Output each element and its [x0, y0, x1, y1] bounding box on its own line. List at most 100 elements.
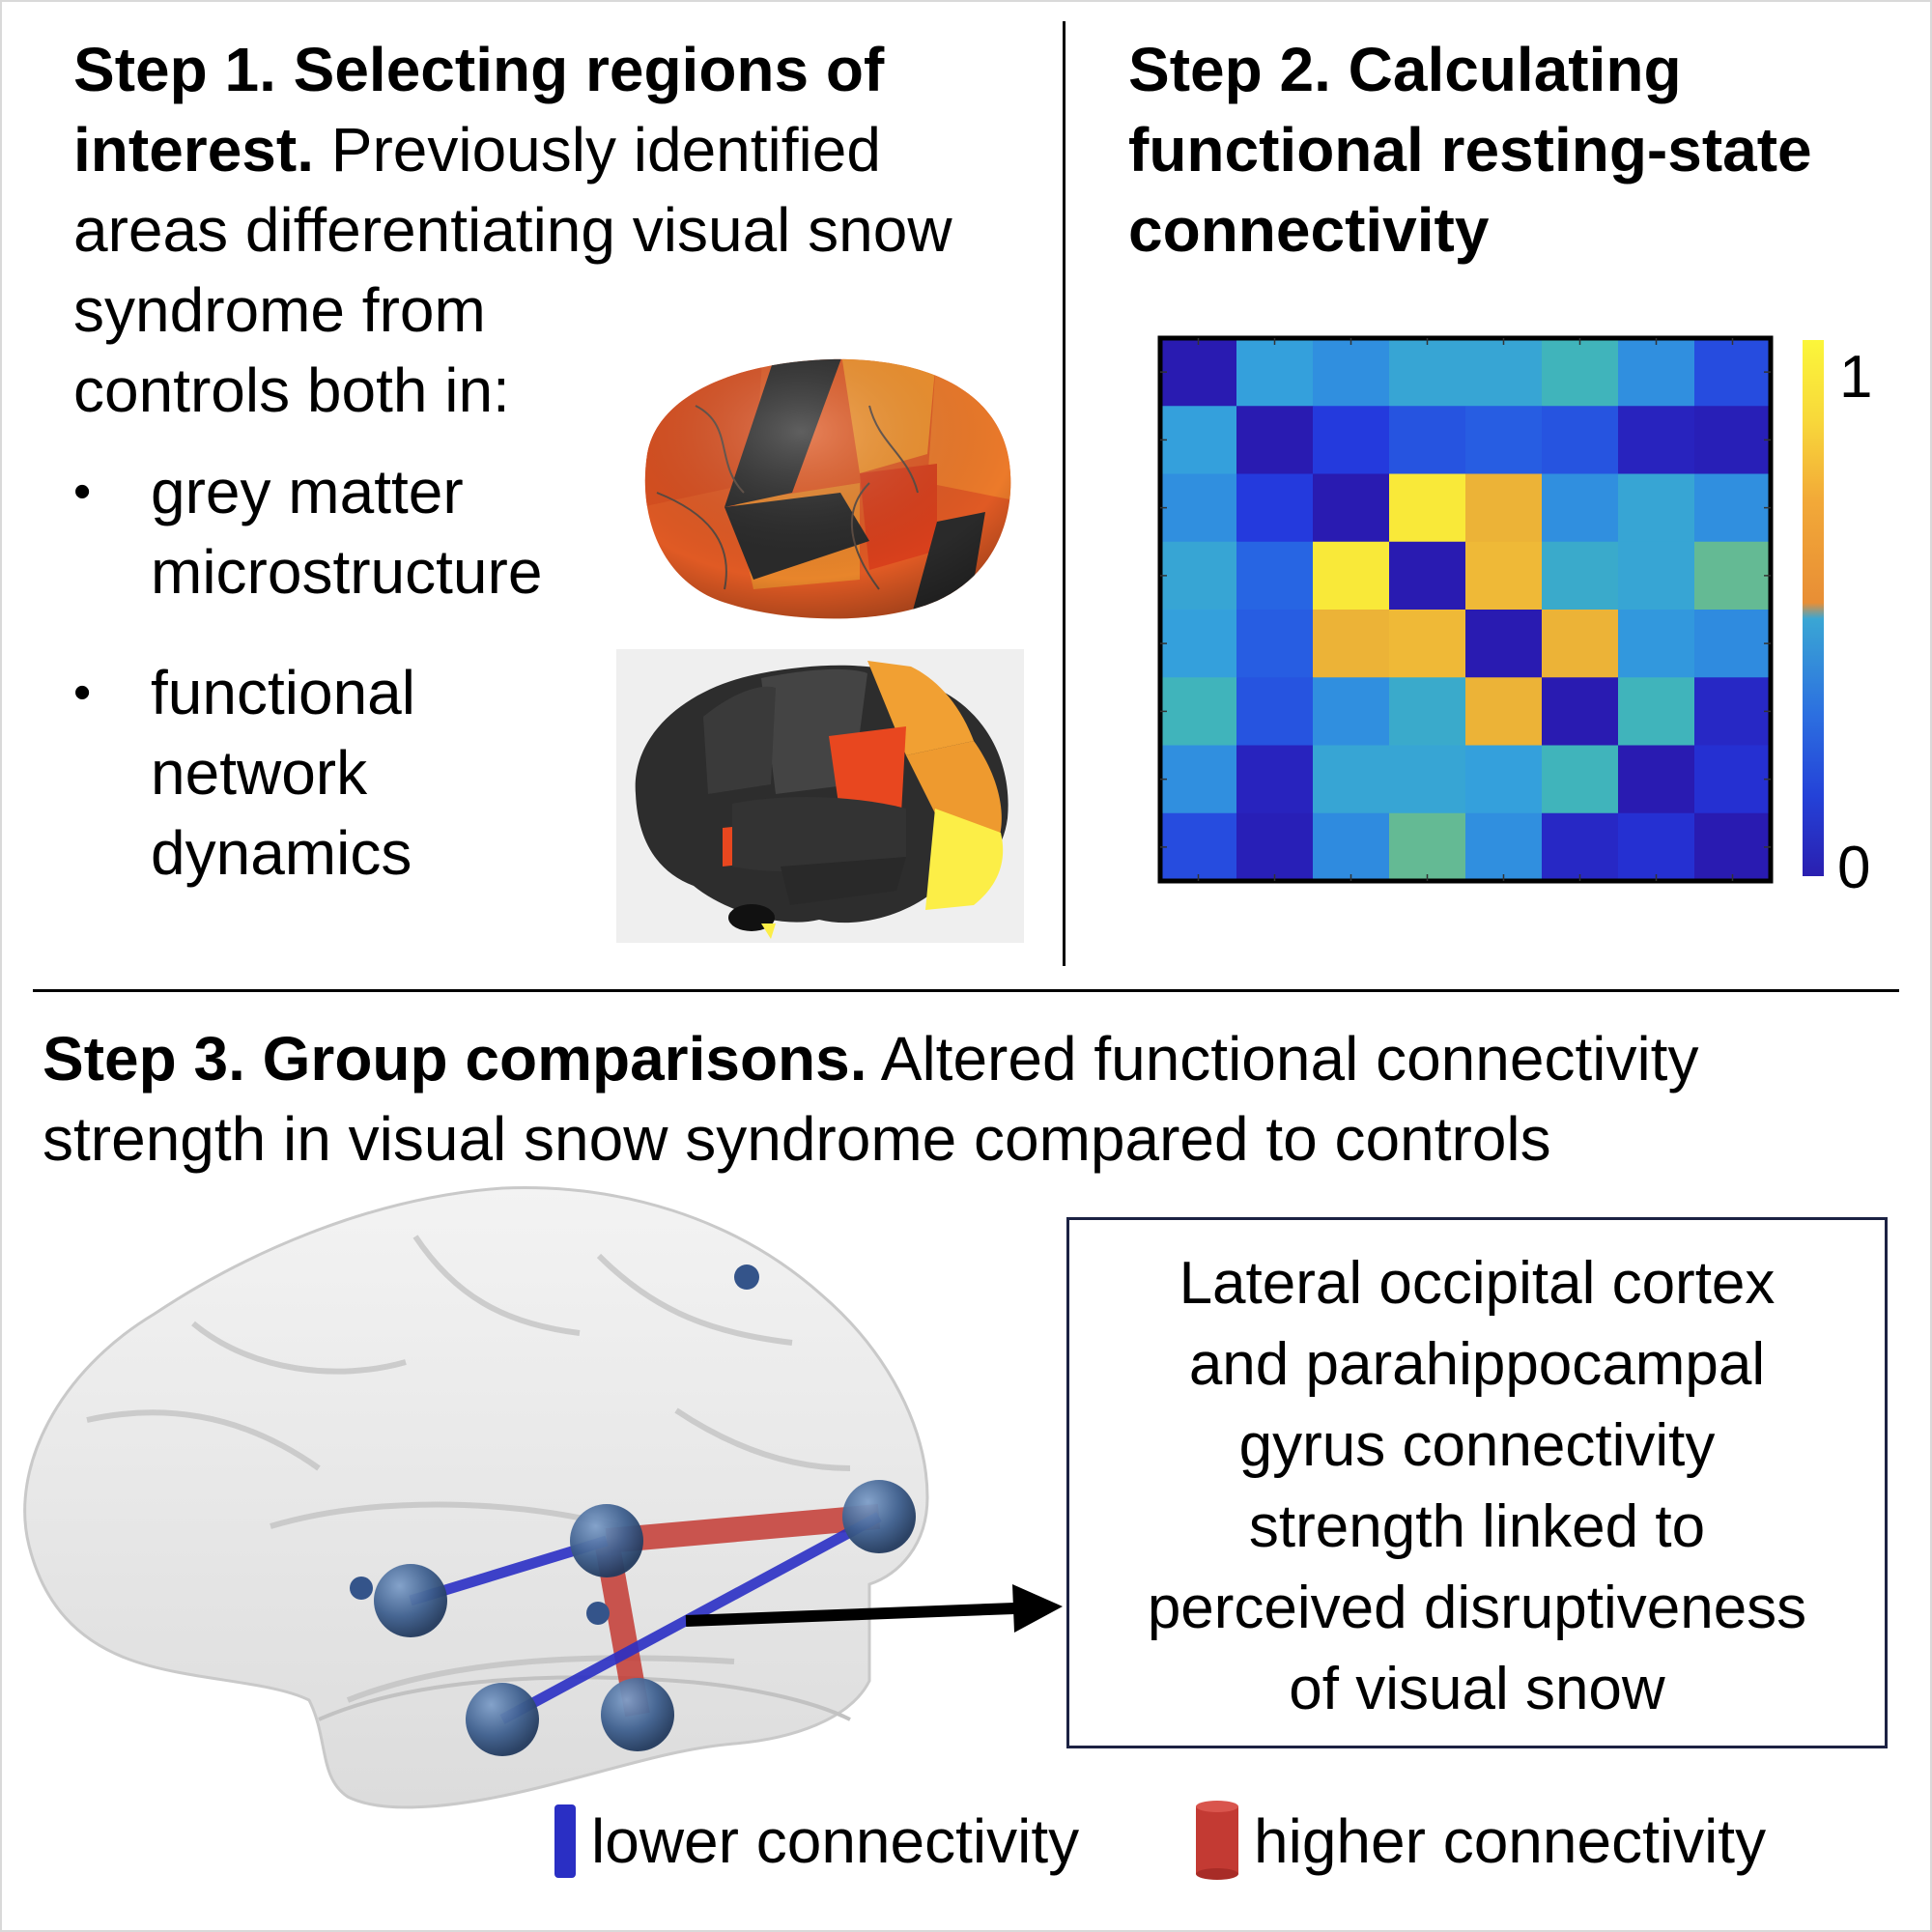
heatmap-cell [1236, 677, 1314, 746]
heatmap-cell [1618, 610, 1695, 678]
step3-title-line-2: strength in visual snow syndrome compare… [43, 1104, 1551, 1174]
higher-connectivity-edge [605, 1504, 881, 1553]
heatmap-cell [1542, 473, 1619, 543]
step1-line2: interest. Previously identified [73, 110, 881, 190]
arrow-head-icon [1012, 1584, 1063, 1633]
step3-title-line-1: Step 3. Group comparisons. Altered funct… [43, 1019, 1698, 1099]
heatmap-cell [1465, 473, 1543, 543]
heatmap-cell [1236, 338, 1314, 407]
parcellated-brain-image [616, 649, 1024, 943]
callout-line-6: of visual snow [1289, 1656, 1665, 1722]
heatmap-cell [1618, 406, 1695, 474]
heatmap-cell [1389, 610, 1466, 678]
heatmap-cell [1465, 610, 1543, 678]
callout-line-3: gyrus connectivity [1238, 1412, 1716, 1479]
bullet-2-line-2: network [151, 738, 368, 808]
heatmap-cell [1313, 745, 1390, 814]
callout-line-1: Lateral occipital cortex [1179, 1250, 1776, 1317]
heatmap-cell [1313, 338, 1390, 407]
heatmap-cell [1618, 473, 1695, 543]
step2-title-line-3: connectivity [1128, 195, 1490, 265]
network-node [586, 1602, 610, 1625]
bullet-2-line-1: functional [151, 658, 415, 727]
heatmap-cell [1389, 338, 1466, 407]
heatmap-cell [1313, 812, 1390, 882]
heatmap-cell [1542, 677, 1619, 746]
network-node [374, 1564, 447, 1637]
heatmap-cell [1542, 812, 1619, 882]
step2-title-line-2: functional resting-state [1128, 115, 1812, 185]
heatmap-cell [1618, 541, 1695, 611]
heatmap-cell [1618, 338, 1695, 407]
heatmap-cell [1389, 677, 1466, 746]
heatmap-cell [1465, 677, 1543, 746]
callout-line-2: and parahippocampal [1188, 1331, 1766, 1398]
heatmap-cell [1542, 610, 1619, 678]
heatmap-cell [1542, 541, 1619, 611]
network-node [350, 1577, 373, 1600]
heatmap-cell [1160, 610, 1237, 678]
heatmap-cell [1160, 745, 1237, 814]
heatmap-cell [1236, 812, 1314, 882]
finding-callout-box [1066, 1217, 1888, 1748]
bullet-1-line-1: grey matter [151, 457, 464, 526]
colorbar-min-label: 0 [1837, 835, 1871, 901]
lower-connectivity-swatch-icon [554, 1804, 576, 1878]
colorbar-max-label: 1 [1839, 344, 1873, 411]
colorbar [1803, 340, 1824, 876]
step1-line4: syndrome from [73, 275, 486, 345]
heatmap-cell [1389, 473, 1466, 543]
heatmap-cell [1618, 677, 1695, 746]
heatmap-cell [1465, 745, 1543, 814]
inflated-brain-image [644, 358, 1011, 619]
heatmap-cell [1236, 541, 1314, 611]
legend-higher-label: higher connectivity [1254, 1806, 1767, 1876]
bullet-2-line-3: dynamics [151, 818, 412, 888]
heatmap-cell [1313, 677, 1390, 746]
step1-line3: areas differentiating visual snow [73, 195, 952, 265]
heatmap-cell [1389, 541, 1466, 611]
heatmap-cell [1694, 406, 1772, 474]
callout-line-4: strength linked to [1248, 1493, 1706, 1560]
heatmap-cell [1465, 541, 1543, 611]
heatmap-cell [1313, 406, 1390, 474]
heatmap-cell [1694, 541, 1772, 611]
heatmap-cell [1160, 812, 1237, 882]
network-node [734, 1264, 759, 1290]
heatmap-cell [1389, 406, 1466, 474]
heatmap-cell [1618, 812, 1695, 882]
heatmap-cell [1694, 610, 1772, 678]
step1-title-cont: interest. [73, 115, 314, 185]
heatmap-cell [1694, 473, 1772, 543]
heatmap-cell [1160, 406, 1237, 474]
matrix-border [1157, 335, 1774, 884]
step1-line5: controls both in: [73, 355, 510, 425]
step2-title-line-1: Step 2. Calculating [1128, 35, 1682, 104]
step1-line2-rest: Previously identified [313, 115, 881, 185]
heatmap-cell [1542, 338, 1619, 407]
heatmap-cell [1236, 610, 1314, 678]
network-node [601, 1678, 674, 1751]
higher-connectivity-swatch-icon [1196, 1801, 1238, 1880]
heatmap-cell [1160, 338, 1237, 407]
heatmap-cell [1618, 745, 1695, 814]
heatmap-cell [1160, 473, 1237, 543]
callout-line-5: perceived disruptiveness [1147, 1575, 1807, 1641]
bullet-1-line-2: microstructure [151, 537, 543, 607]
bullet-marker: • [73, 665, 92, 721]
heatmap-cell [1389, 812, 1466, 882]
vertical-divider [1063, 21, 1065, 966]
heatmap-cell [1694, 812, 1772, 882]
heatmap-cell [1694, 677, 1772, 746]
heatmap-cell [1694, 745, 1772, 814]
heatmap-cell [1389, 745, 1466, 814]
heatmap-cell [1313, 541, 1390, 611]
heatmap-cell [1542, 745, 1619, 814]
heatmap-cell [1694, 338, 1772, 407]
legend-lower-label: lower connectivity [591, 1806, 1080, 1876]
heatmap-cell [1236, 473, 1314, 543]
step1-title: Step 1. Selecting regions of [73, 35, 885, 104]
heatmap-cell [1236, 745, 1314, 814]
heatmap-cell [1160, 677, 1237, 746]
